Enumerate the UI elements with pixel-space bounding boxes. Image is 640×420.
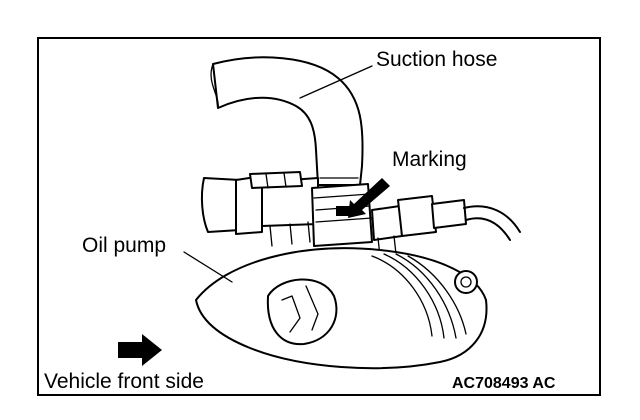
suction-hose-label: Suction hose xyxy=(376,48,497,71)
suction-hose-leader xyxy=(299,65,373,99)
oil-pump-label: Oil pump xyxy=(82,234,166,257)
oil-pump-leader xyxy=(183,251,233,283)
figure-code: AC708493 AC xyxy=(452,375,556,392)
vehicle-front-side-label: Vehicle front side xyxy=(44,370,204,393)
front-direction-arrow-icon xyxy=(118,334,162,366)
oil-pump-drawing xyxy=(195,247,488,370)
hose-connector-drawing xyxy=(311,183,373,247)
marking-label: Marking xyxy=(392,148,467,171)
left-pipe-drawing xyxy=(200,171,319,247)
marking-pointer-arrow-icon xyxy=(348,178,390,218)
suction-hose-drawing xyxy=(210,56,364,203)
right-fitting-drawing xyxy=(371,195,521,257)
marking-paint-dot xyxy=(336,206,352,216)
